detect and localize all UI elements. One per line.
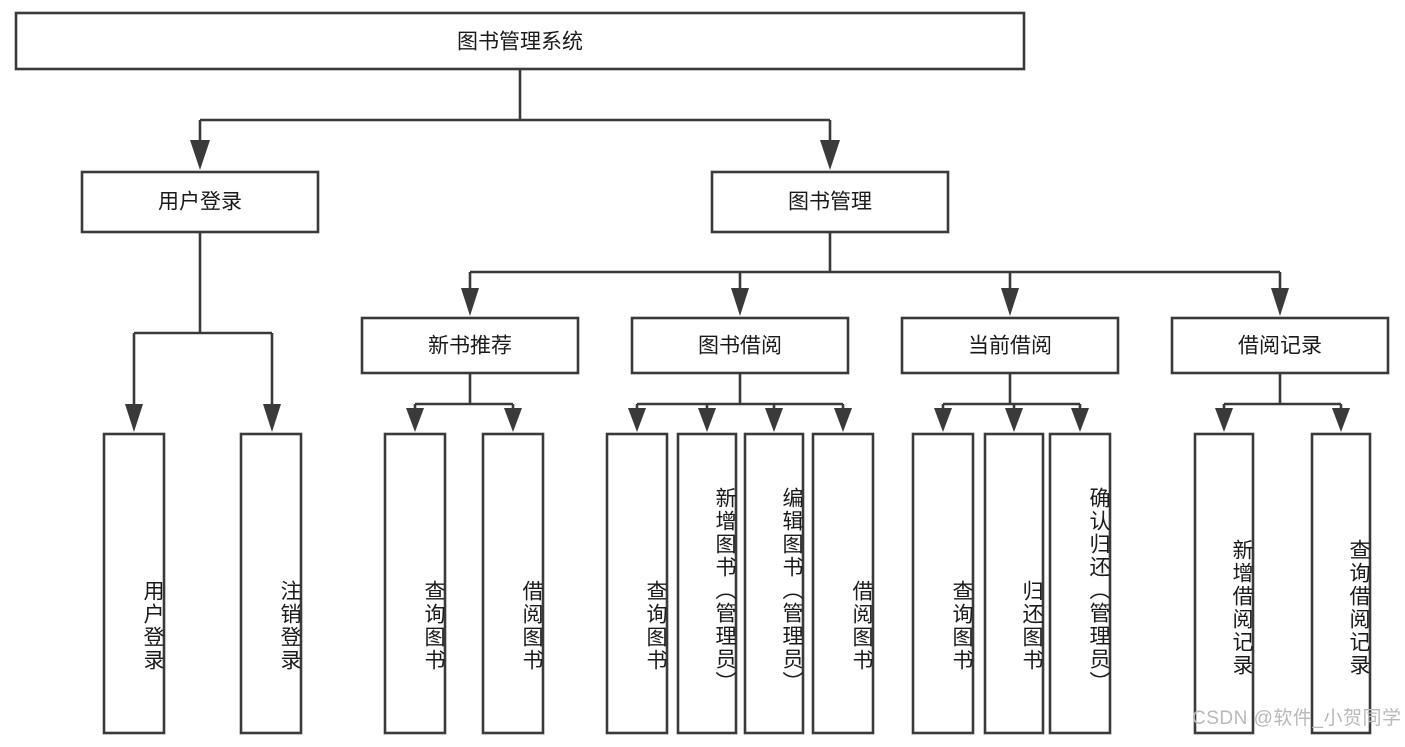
node-root[interactable]: 图书管理系统 [14, 11, 1026, 71]
arrowhead-leaf-return-book [1005, 408, 1023, 432]
connector-layer [125, 69, 1350, 432]
arrowhead-leaf-edit-book [765, 408, 783, 432]
arrowhead-new-book-recommend [461, 288, 479, 316]
node-leaf-add-book-box[interactable] [676, 432, 738, 735]
node-current-borrow-label: 当前借阅 [968, 335, 1052, 358]
node-leaf-query-book-rec-box[interactable] [383, 432, 447, 735]
arrowhead-book-manage [820, 140, 840, 170]
node-user-login[interactable]: 用户登录 [80, 170, 320, 234]
node-borrow-record-box[interactable] [1170, 316, 1390, 375]
node-leaf-return-book-box[interactable] [983, 432, 1045, 735]
node-book-borrow[interactable]: 图书借阅 [630, 316, 850, 375]
node-borrow-record-label: 借阅记录 [1238, 335, 1322, 358]
node-root-label: 图书管理系统 [457, 31, 583, 54]
node-new-book-recommend-label: 新书推荐 [428, 335, 512, 358]
arrowhead-current-borrow [1001, 288, 1019, 316]
node-leaf-add-record-box[interactable] [1193, 432, 1255, 735]
arrowhead-leaf-borrow-book [834, 408, 852, 432]
leaf-box-layer [102, 432, 1372, 735]
node-leaf-user-login-box[interactable] [102, 432, 166, 735]
node-current-borrow-box[interactable] [900, 316, 1120, 375]
node-book-borrow-box[interactable] [630, 316, 850, 375]
arrowhead-leaf-borrow-book-rec [504, 408, 522, 432]
node-user-login-box[interactable] [80, 170, 320, 234]
node-book-manage-label: 图书管理 [788, 191, 872, 214]
arrowhead-leaf-user-login [125, 404, 143, 432]
node-leaf-borrow-book-rec-box[interactable] [481, 432, 545, 735]
node-book-manage[interactable]: 图书管理 [710, 170, 950, 234]
node-leaf-query-book-current-box[interactable] [911, 432, 975, 735]
node-leaf-query-book-borrow-box[interactable] [605, 432, 669, 735]
node-leaf-confirm-return-box[interactable] [1048, 432, 1112, 735]
node-new-book-recommend[interactable]: 新书推荐 [360, 316, 580, 375]
arrowhead-leaf-add-book [698, 408, 716, 432]
arrowhead-leaf-query-book-borrow [628, 408, 646, 432]
arrowhead-leaf-logout [263, 404, 281, 432]
arrowhead-leaf-query-book-current [934, 408, 952, 432]
node-borrow-record[interactable]: 借阅记录 [1170, 316, 1390, 375]
node-leaf-borrow-book-box[interactable] [811, 432, 875, 735]
arrowhead-borrow-record [1271, 288, 1289, 316]
node-user-login-label: 用户登录 [158, 191, 242, 214]
node-current-borrow[interactable]: 当前借阅 [900, 316, 1120, 375]
node-leaf-query-record-box[interactable] [1310, 432, 1372, 735]
node-leaf-logout-box[interactable] [239, 432, 303, 735]
node-new-book-recommend-box[interactable] [360, 316, 580, 375]
arrowhead-leaf-query-record [1332, 408, 1350, 432]
node-leaf-edit-book-box[interactable] [743, 432, 805, 735]
arrowhead-leaf-confirm-return [1071, 408, 1089, 432]
arrowhead-user-login [190, 140, 210, 170]
arrowhead-book-borrow [731, 288, 749, 316]
arrowhead-leaf-add-record [1215, 408, 1233, 432]
node-root-box[interactable] [14, 11, 1026, 71]
node-book-borrow-label: 图书借阅 [698, 335, 782, 358]
node-book-manage-box[interactable] [710, 170, 950, 234]
csdn-watermark: CSDN @软件_小贺同学 [1192, 708, 1402, 729]
arrowhead-leaf-query-book-rec [406, 408, 424, 432]
